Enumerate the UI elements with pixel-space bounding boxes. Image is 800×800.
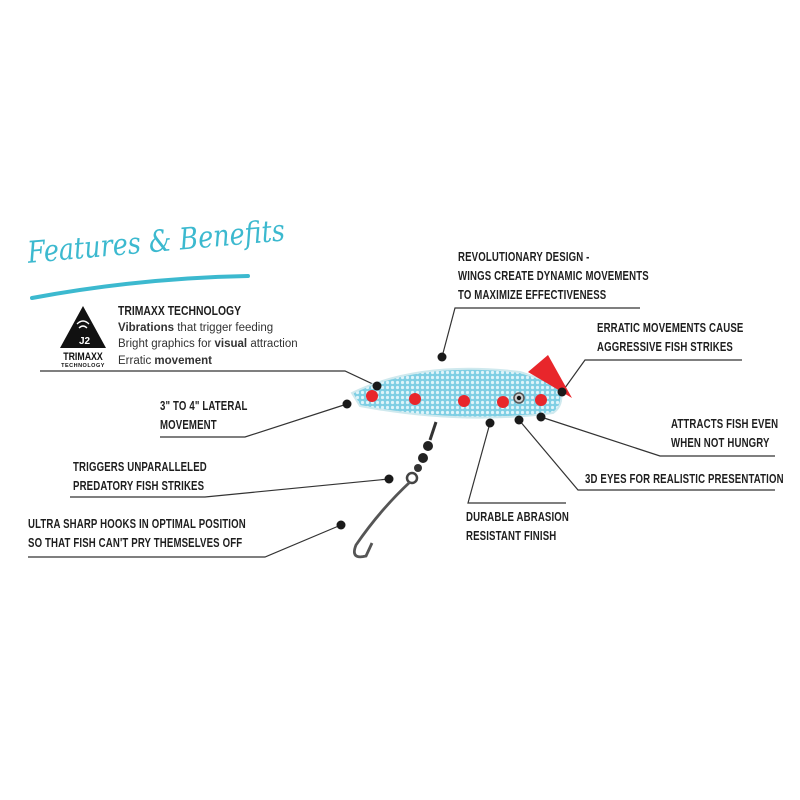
trimaxx-logo-text: TRIMAXX [63, 351, 103, 363]
text: attraction [247, 338, 298, 350]
text: Erratic [118, 354, 155, 367]
title-underline [30, 274, 250, 300]
callout-erratic-movements: ERRATIC MOVEMENTS CAUSE AGGRESSIVE FISH … [597, 318, 743, 356]
leader-lines [28, 307, 775, 558]
callout-line: 3D EYES FOR REALISTIC PRESENTATION [585, 471, 784, 486]
callout-line: RESISTANT FINISH [466, 528, 557, 543]
callout-line: WINGS CREATE DYNAMIC MOVEMENTS [458, 268, 649, 283]
callout-triggers-strikes: TRIGGERS UNPARALLELED PREDATORY FISH STR… [73, 457, 207, 495]
text: that trigger feeding [174, 321, 274, 334]
callout-sharp-hooks: ULTRA SHARP HOOKS IN OPTIMAL POSITION SO… [28, 514, 246, 552]
trimaxx-line-1: Vibrations that trigger feeding [118, 320, 298, 337]
trimaxx-description: TRIMAXX TECHNOLOGY Vibrations that trigg… [118, 303, 298, 369]
callout-attracts-fish: ATTRACTS FISH EVEN WHEN NOT HUNGRY [671, 414, 778, 452]
callout-line: PREDATORY FISH STRIKES [73, 478, 205, 493]
svg-text:J2: J2 [79, 336, 91, 347]
callout-revolutionary-design: REVOLUTIONARY DESIGN - WINGS CREATE DYNA… [458, 247, 649, 304]
callout-line: DURABLE ABRASION [466, 509, 570, 524]
callout-line: REVOLUTIONARY DESIGN - [458, 249, 590, 264]
callout-line: MOVEMENT [160, 417, 217, 432]
trimaxx-line-2: Bright graphics for visual attraction [118, 336, 298, 353]
callout-line: SO THAT FISH CAN'T PRY THEMSELVES OFF [28, 535, 243, 550]
bold-text: visual [214, 338, 248, 350]
callout-3d-eyes: 3D EYES FOR REALISTIC PRESENTATION [585, 469, 784, 488]
bold-text: movement [154, 354, 212, 367]
trimaxx-logo-subtext: TECHNOLOGY [61, 363, 105, 369]
trimaxx-logo: J2 TRIMAXX TECHNOLOGY [58, 304, 108, 369]
callout-line: AGGRESSIVE FISH STRIKES [597, 339, 733, 354]
callout-line: ATTRACTS FISH EVEN [671, 416, 779, 431]
callout-line: TRIGGERS UNPARALLELED [73, 459, 207, 474]
callout-line: WHEN NOT HUNGRY [671, 435, 770, 450]
callout-dots [336, 352, 567, 530]
callout-lateral-movement: 3" TO 4" LATERAL MOVEMENT [160, 396, 248, 434]
text: Bright graphics for [118, 338, 215, 350]
red-spots [366, 390, 547, 408]
hook [352, 421, 438, 559]
callout-line: ERRATIC MOVEMENTS CAUSE [597, 320, 744, 335]
trimaxx-heading: TRIMAXX TECHNOLOGY [118, 303, 242, 318]
bold-text: Vibrations [118, 321, 175, 334]
callout-durable-finish: DURABLE ABRASION RESISTANT FINISH [466, 507, 569, 545]
callout-line: 3" TO 4" LATERAL [160, 398, 248, 413]
callout-line: TO MAXIMIZE EFFECTIVENESS [458, 287, 607, 302]
trimaxx-triangle-icon: J2 [60, 306, 106, 348]
trimaxx-line-3: Erratic movement [118, 353, 298, 370]
callout-line: ULTRA SHARP HOOKS IN OPTIMAL POSITION [28, 516, 246, 531]
lure [350, 355, 572, 419]
